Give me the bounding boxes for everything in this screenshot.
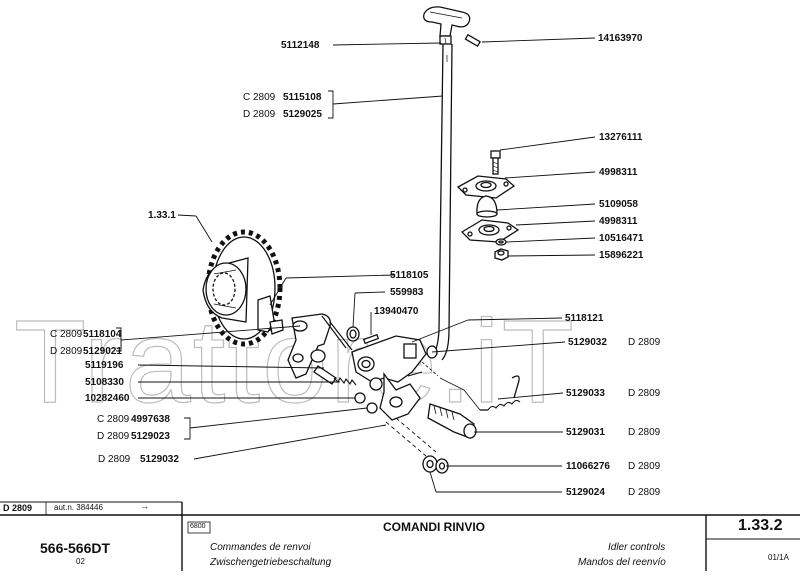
variant-c-label: C 2809 xyxy=(243,92,276,103)
screw-drawing xyxy=(490,150,501,175)
washer-4997638-drawing xyxy=(366,402,378,414)
part-label-4997638: 4997638 xyxy=(131,414,170,425)
part-label-4998311-lower: 4998311 xyxy=(599,216,638,227)
nut-drawing xyxy=(494,248,509,261)
variant-d-label-9: D 2809 xyxy=(628,487,661,498)
part-label-13940470: 13940470 xyxy=(374,306,419,317)
title-spanish: Mandos del reenvío xyxy=(578,557,666,568)
pin-5119196-drawing xyxy=(313,365,337,385)
variant-d-label-5: D 2809 xyxy=(628,337,661,348)
part-label-5118121: 5118121 xyxy=(565,313,604,324)
model-sub: 02 xyxy=(76,557,85,566)
part-label-5108330: 5108330 xyxy=(85,377,124,388)
model-title: 566-566DT xyxy=(40,540,111,556)
serial-arrow: → xyxy=(140,501,149,511)
serial-variant: D 2809 xyxy=(3,503,33,513)
knob-drawing xyxy=(423,6,471,45)
washer-drawing xyxy=(495,238,507,246)
circlip-drawing xyxy=(346,326,360,342)
part-label-10516471: 10516471 xyxy=(599,233,644,244)
part-label-5118104: 5118104 xyxy=(83,329,122,340)
part-label-5112148: 5112148 xyxy=(281,40,320,51)
part-label-5129024: 5129024 xyxy=(566,487,605,498)
part-label-4998311-upper: 4998311 xyxy=(599,167,638,178)
part-label-5129023: 5129023 xyxy=(131,431,170,442)
part-label-5129021: 5129021 xyxy=(83,346,122,357)
leader-lines xyxy=(116,37,596,493)
part-label-13276111: 13276111 xyxy=(599,132,643,143)
part-label-14163970: 14163970 xyxy=(598,33,643,44)
serial-text: aut.n. 384446 xyxy=(54,503,103,512)
title-english: Idler controls xyxy=(608,542,666,553)
part-label-5109058: 5109058 xyxy=(599,199,638,210)
variant-d-label-6: D 2809 xyxy=(628,388,661,399)
part-label-11066276: 11066276 xyxy=(566,461,610,472)
part-label-5129031: 5129031 xyxy=(566,427,605,438)
gear-drawing xyxy=(202,229,283,347)
return-spring-drawing xyxy=(439,375,521,411)
part-label-559983: 559983 xyxy=(390,287,424,298)
part-label-5129032-right: 5129032 xyxy=(568,337,607,348)
footer-frame xyxy=(0,501,800,571)
box-code: 6800 xyxy=(190,523,206,530)
part-label-5129032-left: 5129032 xyxy=(140,454,179,465)
part-label-5115108: 5115108 xyxy=(283,92,322,103)
variant-d-label-2: D 2809 xyxy=(50,346,83,357)
title-german: Zwischengetriebeschaltung xyxy=(210,557,332,568)
part-label-10282460: 10282460 xyxy=(85,393,130,404)
variant-d-label-7: D 2809 xyxy=(628,427,661,438)
part-label-5129033: 5129033 xyxy=(566,388,605,399)
variant-d-label-4: D 2809 xyxy=(98,454,131,465)
small-pin-drawing xyxy=(362,333,380,345)
lower-plate-drawing xyxy=(460,219,520,243)
boot-drawing xyxy=(476,195,498,218)
shaft-drawing xyxy=(427,403,477,439)
spring-drawing xyxy=(333,376,357,386)
variant-c-label-2: C 2809 xyxy=(50,329,83,340)
fork-arm-drawing xyxy=(287,313,353,379)
pin-drawing xyxy=(464,33,481,47)
variant-c-label-3: C 2809 xyxy=(97,414,130,425)
assembly-ref-label: 1.33.1 xyxy=(148,210,176,221)
part-label-5119196: 5119196 xyxy=(85,360,124,371)
upper-plate-drawing xyxy=(456,175,516,199)
variant-d-label-3: D 2809 xyxy=(97,431,130,442)
title-italian: COMANDI RINVIO xyxy=(383,520,485,534)
washers-drawing xyxy=(422,455,449,474)
lever-bracket-drawing xyxy=(351,335,439,421)
variant-d-label: D 2809 xyxy=(243,109,276,120)
section-number: 1.33.2 xyxy=(738,517,783,534)
title-french: Commandes de renvoi xyxy=(210,542,311,553)
part-label-5129025: 5129025 xyxy=(283,109,322,120)
variant-d-label-8: D 2809 xyxy=(628,461,661,472)
section-sub: 01/1A xyxy=(768,553,789,562)
part-label-15896221: 15896221 xyxy=(599,250,644,261)
part-label-5118105: 5118105 xyxy=(390,270,429,281)
ball-drawing xyxy=(354,392,366,404)
pivot-dashed xyxy=(385,417,437,457)
